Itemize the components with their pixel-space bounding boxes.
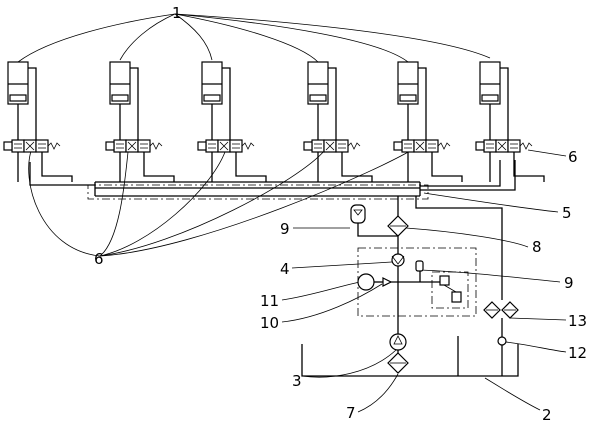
valve-5 bbox=[393, 139, 451, 153]
cooler-13 bbox=[483, 301, 519, 338]
valve-4 bbox=[303, 139, 361, 153]
manifold bbox=[29, 160, 516, 300]
filter-8 bbox=[387, 215, 409, 237]
valve-2 bbox=[105, 139, 163, 153]
valve-1 bbox=[3, 139, 61, 153]
label-9-right: 9 bbox=[564, 274, 574, 292]
actuator-4 bbox=[303, 61, 373, 182]
motor-11 bbox=[357, 273, 385, 291]
relief-valve bbox=[439, 275, 462, 303]
actuator-2 bbox=[105, 61, 175, 182]
pump-station bbox=[301, 196, 519, 377]
label-9-left: 9 bbox=[280, 220, 290, 238]
valve-3 bbox=[197, 139, 255, 153]
check-valve-10 bbox=[382, 277, 393, 287]
actuator-3 bbox=[197, 61, 267, 182]
pump-3 bbox=[389, 333, 407, 351]
label-1: 1 bbox=[172, 4, 182, 22]
valve-6 bbox=[475, 139, 533, 153]
label-6-right: 6 bbox=[568, 148, 578, 166]
label-10: 10 bbox=[260, 314, 279, 332]
actuator-1 bbox=[3, 61, 73, 182]
label-5: 5 bbox=[562, 204, 572, 222]
label-4: 4 bbox=[280, 260, 290, 278]
label-6-left: 6 bbox=[94, 250, 104, 268]
filter-7 bbox=[387, 352, 409, 374]
actuator-5 bbox=[393, 61, 463, 182]
label-8: 8 bbox=[532, 238, 542, 256]
leader-lines bbox=[17, 13, 567, 413]
actuator-6 bbox=[475, 61, 545, 182]
label-7: 7 bbox=[346, 404, 356, 422]
check-valve-4 bbox=[391, 253, 405, 267]
pressure-switch-9 bbox=[415, 260, 424, 272]
accumulator-9 bbox=[350, 204, 398, 237]
label-11: 11 bbox=[260, 292, 279, 310]
label-12: 12 bbox=[568, 344, 587, 362]
label-2: 2 bbox=[542, 406, 552, 424]
labels: 1 2 3 4 5 6 6 7 8 9 9 10 11 12 13 bbox=[94, 4, 587, 424]
label-13: 13 bbox=[568, 312, 587, 330]
check-valve-12 bbox=[497, 336, 507, 376]
label-3: 3 bbox=[292, 372, 302, 390]
actuator-groups bbox=[3, 61, 545, 182]
